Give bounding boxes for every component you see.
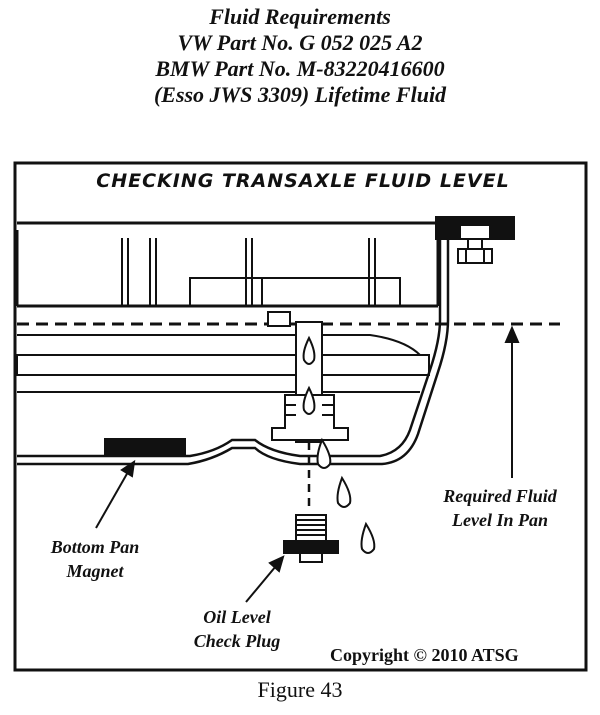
vw-part-number: VW Part No. G 052 025 A2 [177,30,423,55]
check-tube [267,311,349,443]
plug-line2: Check Plug [193,631,281,651]
required-fluid-label: Required Fluid Level In Pan [420,484,580,532]
required-fluid-line2: Level In Pan [452,510,548,530]
bottom-pan-magnet [104,438,186,456]
diagram-frame [13,161,588,672]
plug-line1: Oil Level [203,607,271,627]
header-title: Fluid Requirements [209,4,391,29]
diagram-title: CHECKING TRANSAXLE FLUID LEVEL [96,170,510,192]
fluid-requirements-header: Fluid Requirements VW Part No. G 052 025… [0,4,600,108]
copyright-notice: Copyright © 2010 ATSG [330,645,519,665]
bmw-part-number: BMW Part No. M-83220416600 [155,56,445,81]
oil-level-check-plug [283,514,339,563]
oil-pan [17,239,450,466]
label-arrows [95,325,520,603]
check-plug-label: Oil Level Check Plug [172,605,302,653]
fluid-drops [302,335,376,554]
bottom-pan-magnet-label: Bottom Pan Magnet [25,535,165,583]
required-fluid-line1: Required Fluid [443,486,557,506]
figure-caption: Figure 43 [257,677,343,702]
magnet-line2: Magnet [66,561,124,581]
esso-fluid-spec: (Esso JWS 3309) Lifetime Fluid [153,82,447,107]
case-internal-ribs [121,238,401,307]
magnet-line1: Bottom Pan [50,537,140,557]
pan-flange-bolt [435,216,515,264]
valve-body [16,334,430,393]
